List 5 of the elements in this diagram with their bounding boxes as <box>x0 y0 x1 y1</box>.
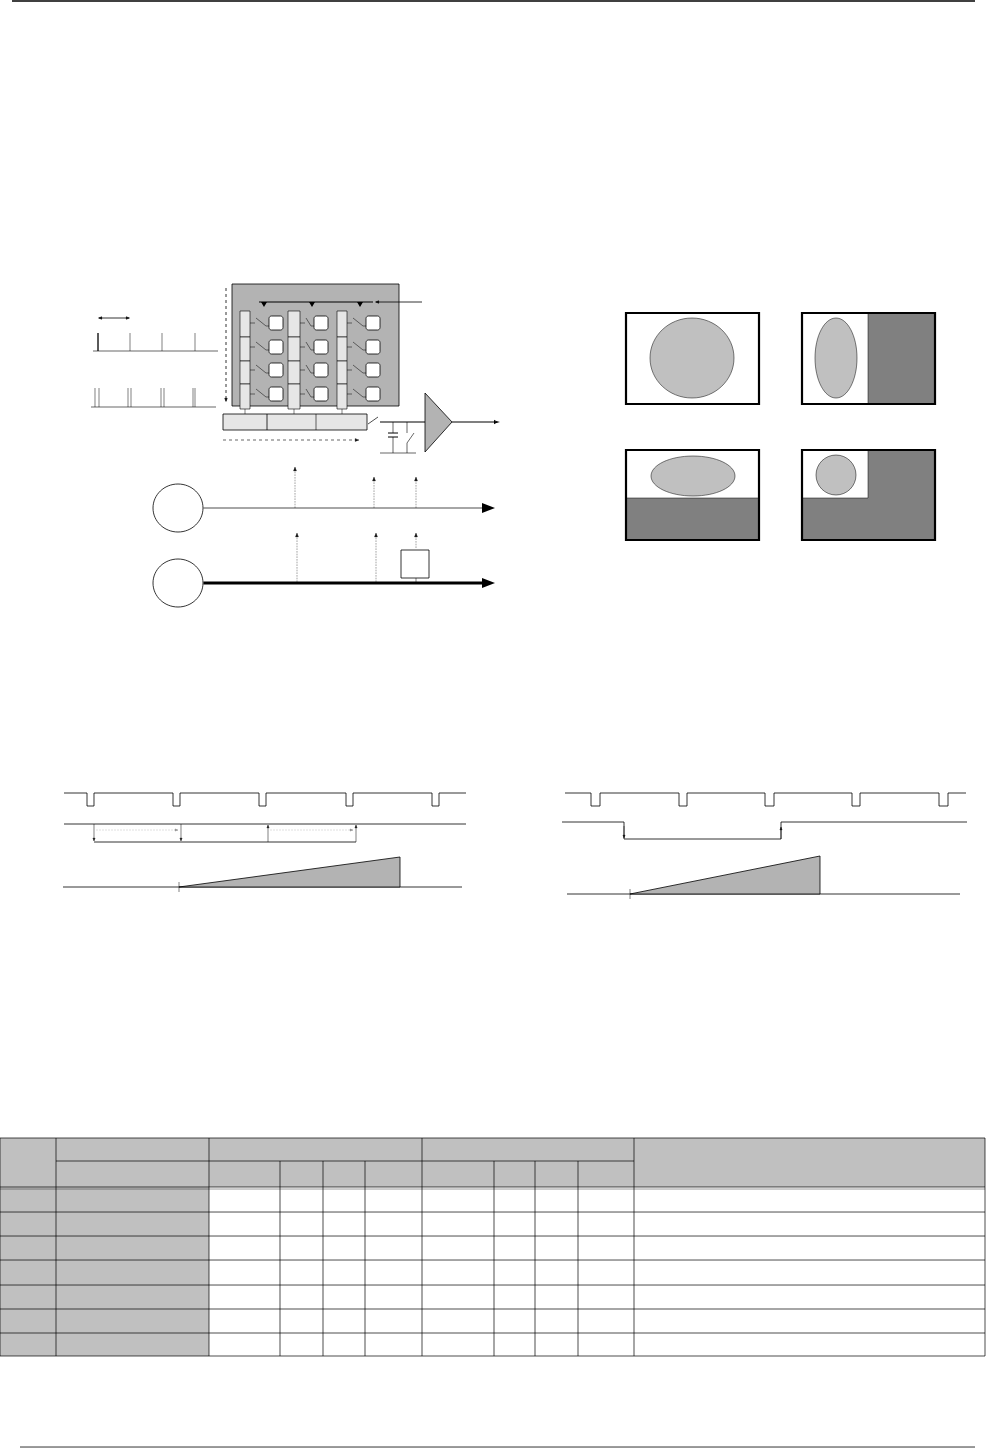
box-node <box>400 549 430 579</box>
arrow <box>203 578 495 588</box>
circle-node <box>152 483 204 533</box>
arrow <box>203 503 495 513</box>
circle-node <box>152 558 204 608</box>
